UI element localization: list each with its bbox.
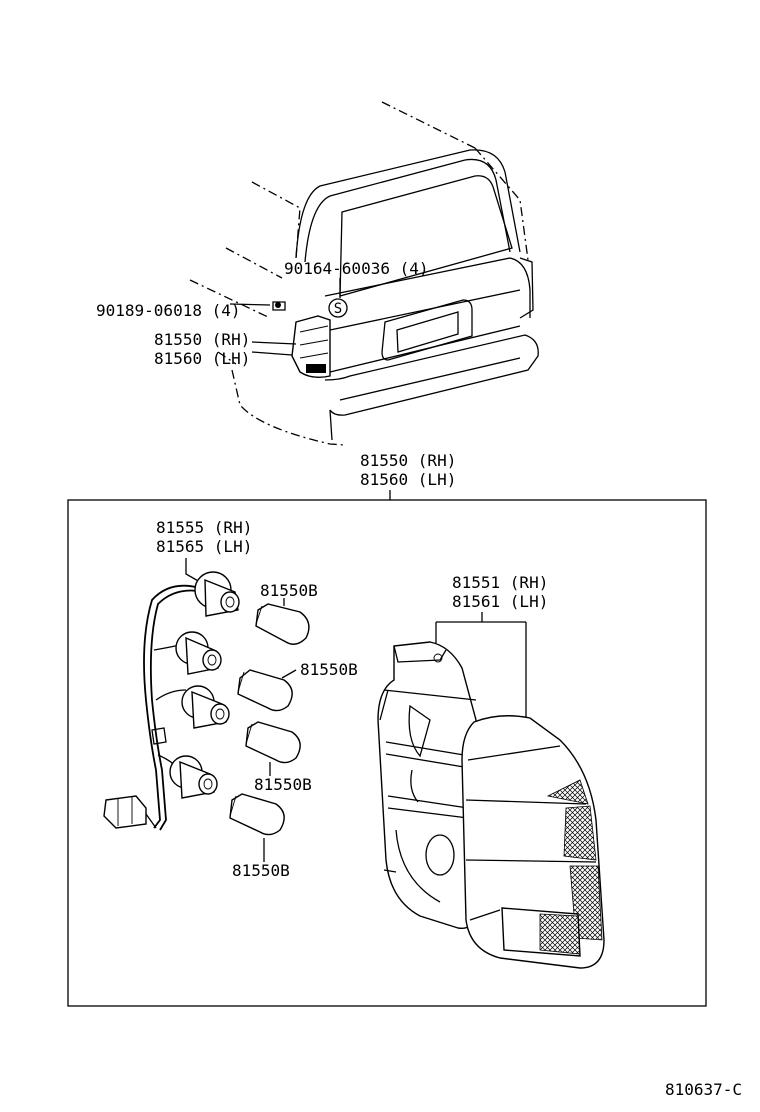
callout-socket-lh: 81565 (LH) — [156, 537, 252, 556]
callout-bulb-3: 81550B — [254, 775, 312, 794]
callout-screw-lower: 90189-06018 (4) — [96, 301, 241, 320]
callout-bulb-4: 81550B — [232, 861, 290, 880]
diagram-code: 810637-C — [665, 1080, 742, 1099]
lamp-lens — [461, 715, 605, 969]
s-mark-label: S — [334, 301, 342, 317]
bulb-1 — [255, 603, 310, 645]
vehicle-rear-illustration: S — [189, 101, 539, 446]
callout-assy-lh: 81560 (LH) — [360, 470, 456, 489]
callout-bulb-2: 81550B — [300, 660, 358, 679]
callout-assy-rh: 81550 (RH) — [360, 451, 456, 470]
socket-wire-harness — [103, 584, 205, 831]
callout-lamp-lh-top: 81560 (LH) — [154, 349, 250, 368]
bulb-socket-4 — [169, 755, 218, 799]
s-mark-circle — [328, 298, 348, 318]
bulb-3 — [245, 721, 301, 764]
bulb-2 — [237, 669, 293, 712]
callout-lens-lh: 81561 (LH) — [452, 592, 548, 611]
callout-screw-upper: 90164-60036 (4) — [284, 259, 429, 278]
bulb-socket-1 — [194, 571, 240, 617]
callout-lens-rh: 81551 (RH) — [452, 573, 548, 592]
bulb-socket-3 — [181, 685, 230, 729]
detail-frame — [67, 499, 707, 1007]
callout-lamp-rh-top: 81550 (RH) — [154, 330, 250, 349]
lamp-housing — [377, 641, 477, 930]
callout-socket-rh: 81555 (RH) — [156, 518, 252, 537]
bulb-socket-2 — [175, 631, 222, 675]
callout-bulb-1: 81550B — [260, 581, 318, 600]
upper-leaders — [229, 278, 341, 356]
bulb-4 — [229, 793, 285, 836]
